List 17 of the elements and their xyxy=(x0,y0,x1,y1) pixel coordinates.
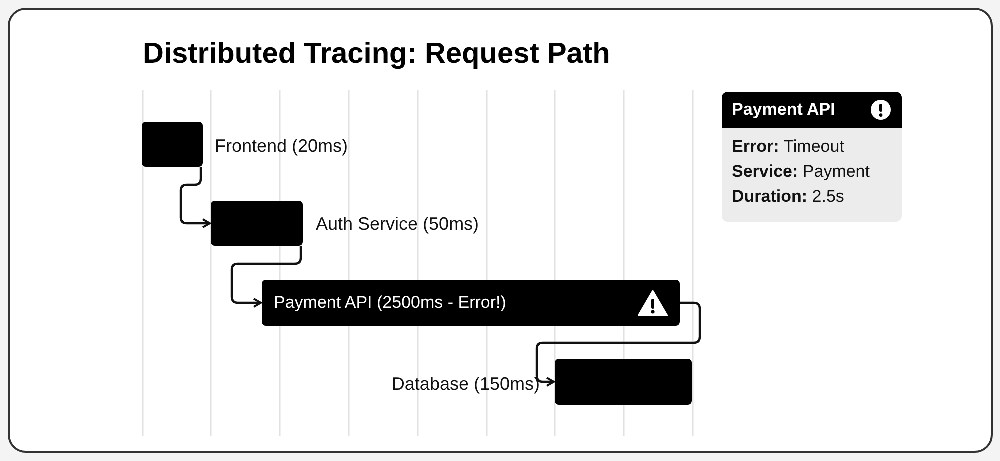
detail-text: Service: Payment xyxy=(732,161,871,183)
span-caption: Auth Service (50ms) xyxy=(316,213,480,236)
detail-text: Duration: 2.5s xyxy=(732,186,846,208)
span-label: Payment API (2500ms - Error!) xyxy=(274,292,506,314)
arrow xyxy=(536,302,702,387)
span-bar xyxy=(211,201,303,246)
arrow xyxy=(180,167,211,228)
detail-text: Error: Timeout xyxy=(732,136,846,158)
card-heading: Payment API xyxy=(732,99,836,122)
span-caption: Frontend (20ms) xyxy=(215,135,348,158)
span-caption: Database (150ms) xyxy=(392,373,540,396)
span-bar xyxy=(142,122,203,167)
arrow xyxy=(230,246,302,308)
tooltip-card xyxy=(722,92,902,222)
error-span-bar xyxy=(262,280,680,326)
title: Distributed Tracing: Request Path xyxy=(143,37,610,72)
span-bar xyxy=(555,359,692,405)
